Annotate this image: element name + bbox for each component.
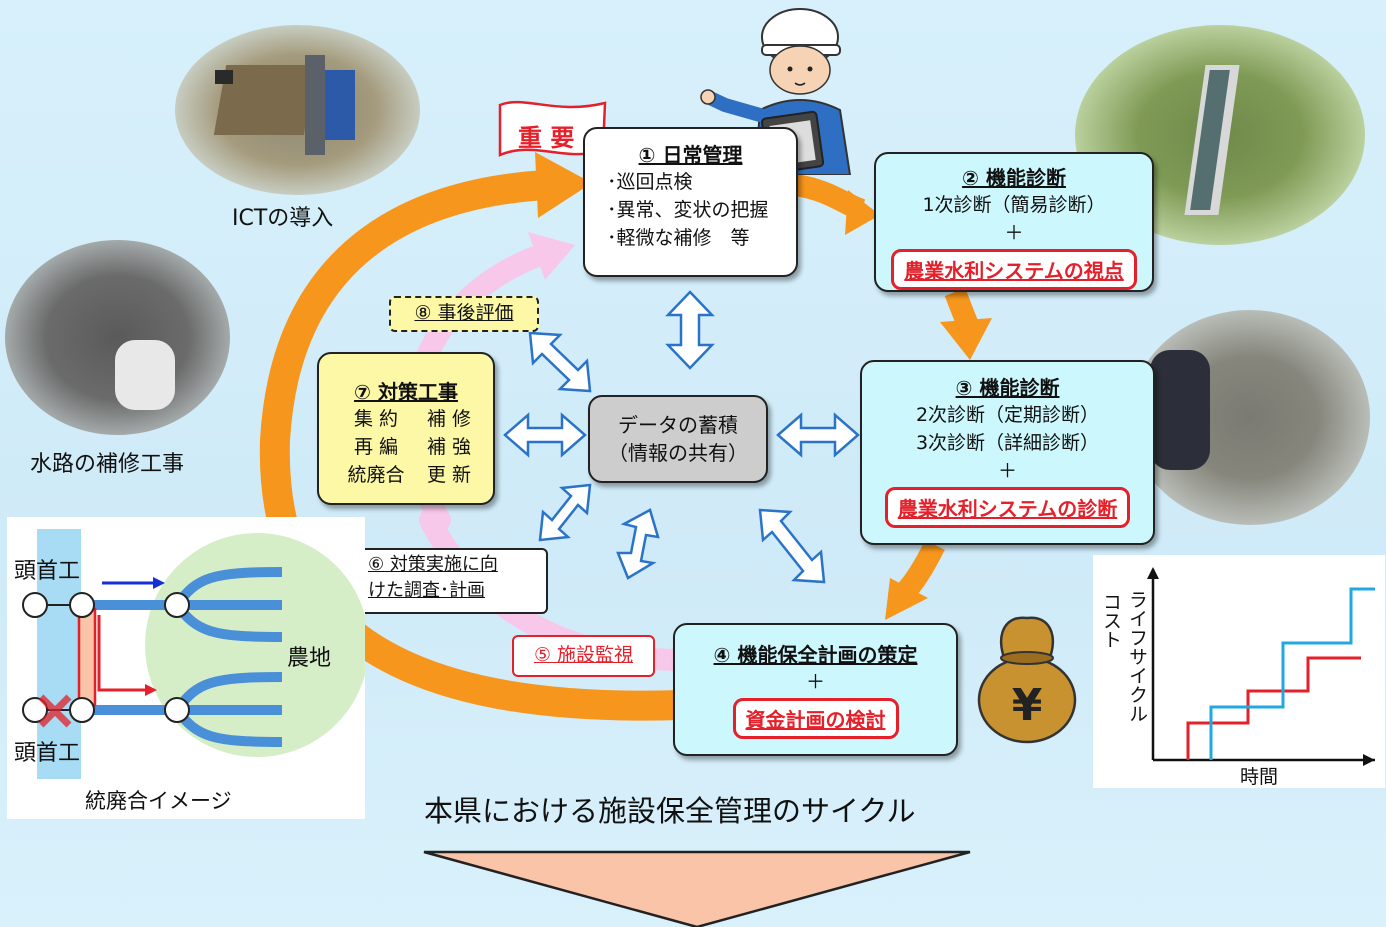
step7-cell: 統廃合 [347, 464, 405, 486]
head-works-bottom: 頭首工 [14, 741, 81, 766]
orange-arrow-3-4 [896, 540, 945, 600]
pink-cycle-head-upper [528, 232, 575, 280]
lifecycle-xlabel: 時間 [1240, 766, 1279, 788]
center-line1: データの蓄積 [618, 413, 738, 437]
svg-text:¥: ¥ [1012, 680, 1043, 731]
step7-cell: 補 修 [426, 408, 472, 430]
step7-cell: 再 編 [353, 436, 399, 458]
orange-arrow-1-2-head [845, 190, 880, 235]
step1-line: ･軽微な補修 等 [607, 227, 750, 249]
money-bag-icon: ¥ [977, 616, 1077, 744]
repair-caption: 水路の補修工事 [30, 452, 185, 477]
step8-post-evaluation: ⑧ 事後評価 [389, 296, 539, 332]
step1-line: ･巡回点検 [607, 171, 693, 193]
step7-cell: 集 約 [353, 408, 399, 430]
red-arrow-icon [97, 615, 147, 692]
step6-line2: けた調査･計画 [368, 580, 485, 601]
step2-function-diagnosis: ② 機能診断 1次診断（簡易診断） ＋ 農業水利システムの視点 [874, 152, 1154, 292]
step7-cell: 更 新 [426, 464, 472, 486]
farmland-label: 農地 [287, 646, 332, 671]
integration-caption: 統廃合イメージ [85, 789, 232, 813]
step3-system-diagnosis: 農業水利システムの診断 [884, 487, 1131, 528]
step2-plus: ＋ [1004, 222, 1024, 244]
double-arrow-left [503, 412, 587, 458]
step4-funding: 資金計画の検討 [732, 698, 899, 739]
orange-arrow-3-4-head [885, 578, 928, 620]
step3-plus: ＋ [997, 460, 1017, 482]
head-works-top: 頭首工 [14, 559, 81, 584]
step2-line1: 1次診断（簡易診断） [922, 194, 1106, 216]
center-line2: （情報の共有） [608, 441, 748, 465]
step6-line1: ⑥ 対策実施に向 [368, 554, 498, 575]
cross-mark-icon [38, 694, 72, 728]
double-arrow-upper-left [528, 331, 592, 393]
double-arrow-right [776, 412, 860, 458]
inspection-photo [1130, 310, 1370, 525]
step7-title: ⑦ 対策工事 [354, 380, 458, 404]
orange-return-head [535, 152, 592, 218]
step4-title: ④ 機能保全計画の策定 [713, 643, 918, 667]
main-caption: 本県における施設保全管理のサイクル [424, 794, 916, 828]
step3-function-diagnosis: ③ 機能診断 2次診断（定期診断） 3次診断（詳細診断） ＋ 農業水利システムの… [860, 360, 1155, 545]
lifecycle-cost-panel [1093, 555, 1385, 788]
ict-photo [175, 25, 420, 195]
step4-plan: ④ 機能保全計画の策定 ＋ 資金計画の検討 [673, 623, 958, 756]
integration-diagram [22, 529, 365, 779]
lifecycle-red-line [1186, 656, 1361, 760]
step1-title: ① 日常管理 [638, 143, 743, 167]
down-arrow [423, 850, 971, 927]
worker-illustration [700, 8, 852, 175]
step5-monitoring: ⑤ 施設監視 [512, 635, 655, 677]
step2-title: ② 機能診断 [962, 166, 1066, 190]
lifecycle-ylabel-a: ライフサイクル [1126, 590, 1148, 723]
double-arrow-top [665, 290, 715, 370]
orange-return-arc [259, 170, 681, 721]
step3-line2: 3次診断（詳細診断） [915, 432, 1100, 454]
lifecycle-blue-line [1209, 587, 1375, 760]
double-arrow-lower-right [758, 508, 826, 584]
step3-line1: 2次診断（定期診断） [915, 404, 1100, 426]
step1-daily-management: ① 日常管理 ･巡回点検 ･異常、変状の把握 ･軽微な補修 等 [583, 127, 798, 277]
step7-countermeasure: ⑦ 対策工事 集 約 補 修 再 編 補 強 統廃合 更 新 [317, 352, 495, 505]
step8-label: ⑧ 事後評価 [414, 302, 514, 324]
step1-line: ･異常、変状の把握 [607, 199, 769, 221]
double-arrow-lower-left2 [616, 508, 660, 580]
ict-caption: ICTの導入 [232, 206, 334, 231]
double-arrow-lower-left1 [538, 483, 592, 542]
repair-photo [5, 240, 230, 435]
step2-system-view: 農業水利システムの視点 [891, 249, 1137, 290]
step7-cell: 補 強 [426, 436, 472, 458]
step5-label: ⑤ 施設監視 [533, 644, 634, 666]
orange-arrow-2-3-head [940, 318, 992, 360]
lifecycle-cost-chart [1147, 567, 1375, 766]
important-banner-text: 重 要 [518, 124, 575, 152]
step3-title: ③ 機能診断 [955, 376, 1060, 400]
step6-survey-plan: ⑥ 対策実施に向 けた調査･計画 [358, 548, 548, 614]
data-accumulation: データの蓄積 （情報の共有） [588, 395, 768, 483]
step4-plus: ＋ [805, 671, 825, 693]
lifecycle-ylabel-b: コスト [1100, 592, 1122, 649]
